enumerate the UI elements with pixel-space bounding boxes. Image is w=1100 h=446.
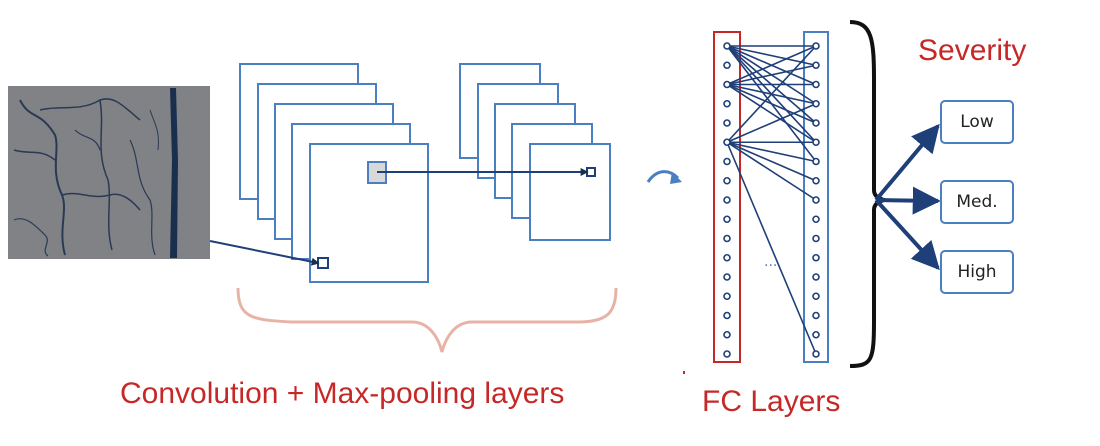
fc-node	[812, 42, 820, 50]
output-label-med: Med.	[956, 192, 998, 212]
conv-feature-maps	[239, 63, 429, 283]
fc-node	[723, 350, 731, 358]
fc-node	[812, 215, 820, 224]
conv-layers-label: Convolution + Max-pooling layers	[120, 377, 565, 410]
output-label-high: High	[957, 262, 997, 282]
fc-node	[723, 42, 731, 50]
fc-layer-input	[713, 31, 741, 363]
fc-connection	[726, 141, 817, 201]
fc-node	[812, 311, 820, 320]
output-box-high: High	[940, 250, 1014, 294]
output-box-med: Med.	[940, 180, 1014, 224]
red-dot	[683, 371, 685, 374]
fc-layers-label: FC Layers	[702, 385, 841, 418]
fc-node	[812, 330, 820, 339]
fc-node	[812, 138, 820, 147]
pool-output-cell	[586, 167, 596, 177]
arrow-to-high	[874, 198, 940, 271]
arrow-to-low	[874, 123, 940, 202]
fc-connection	[726, 141, 817, 182]
fc-connection	[726, 45, 817, 143]
pooling-feature-maps	[459, 63, 611, 241]
fc-node	[812, 80, 820, 89]
fc-hidden-nodes	[812, 42, 820, 358]
fc-node	[723, 215, 731, 224]
fc-node	[723, 119, 731, 127]
fc-node	[723, 253, 731, 262]
output-label-low: Low	[960, 112, 994, 132]
fc-node	[812, 176, 820, 185]
fc-node	[723, 80, 731, 89]
fc-connection	[726, 45, 817, 86]
fc-connection	[726, 83, 817, 143]
fc-node	[723, 61, 731, 70]
fc-node	[723, 99, 731, 108]
input-to-conv-arrow	[209, 240, 320, 266]
fc-node	[723, 292, 731, 301]
fc-node	[812, 61, 820, 70]
fc-node	[723, 273, 731, 281]
fc-node	[723, 157, 731, 166]
fc-node	[812, 196, 820, 204]
fc-node	[812, 234, 820, 243]
fc-node	[812, 253, 820, 262]
fc-node	[723, 196, 731, 204]
conv-brace	[236, 287, 618, 353]
conv-output-cell	[317, 257, 329, 269]
fc-node	[812, 99, 820, 108]
fc-node	[812, 273, 820, 281]
fc-node	[723, 330, 731, 339]
fc-node	[723, 234, 731, 243]
fc-node	[812, 119, 820, 127]
fc-layer-hidden	[803, 31, 829, 363]
fc-connection	[726, 141, 817, 355]
fc-connections	[726, 45, 817, 355]
severity-title: Severity	[918, 34, 1027, 67]
arrow-to-med	[875, 186, 941, 215]
fc-connection	[726, 103, 817, 143]
output-box-low: Low	[940, 100, 1014, 144]
fc-node	[812, 292, 820, 301]
fc-node	[723, 176, 731, 185]
fc-input-nodes	[723, 42, 731, 358]
fc-connection	[726, 141, 817, 163]
fc-node	[812, 157, 820, 166]
fc-node	[723, 138, 731, 147]
fc-connection	[726, 83, 817, 124]
fc-connection	[726, 64, 817, 86]
fc-node	[812, 350, 820, 358]
pavement-crack-image	[8, 86, 210, 259]
fc-node	[723, 311, 731, 320]
fc-ellipsis: ...	[764, 254, 777, 270]
